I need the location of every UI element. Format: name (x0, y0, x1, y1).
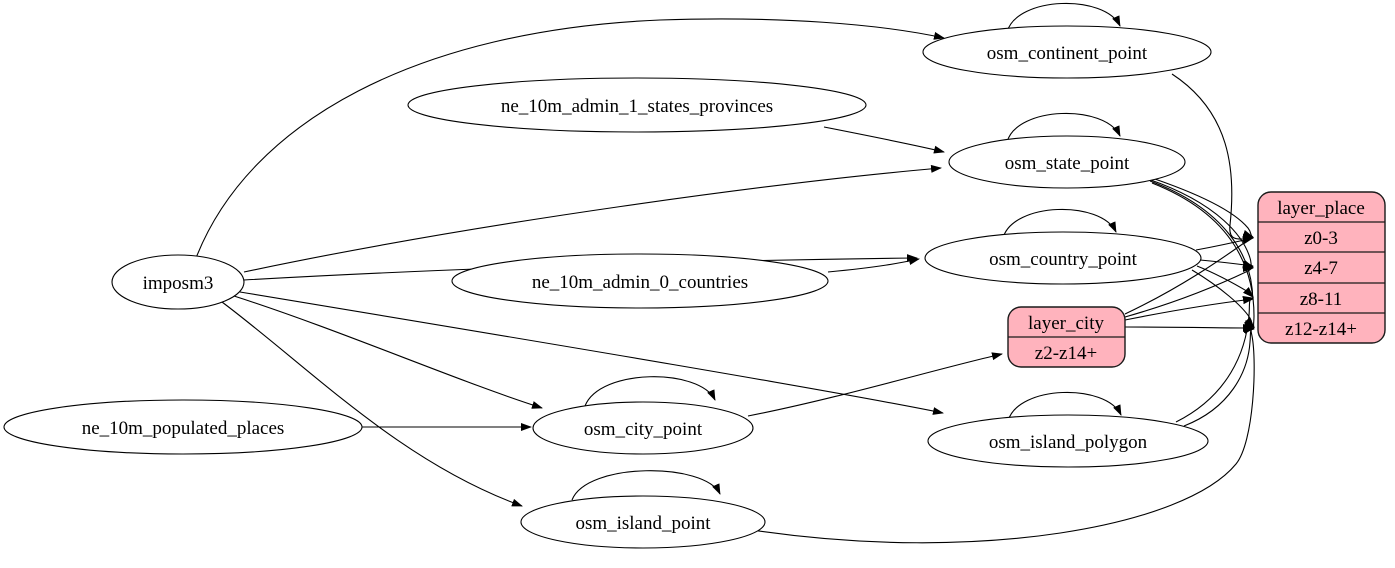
layer_place-row-z8-11: z8-11 (1300, 289, 1343, 310)
edge-osm_island_polygon-layer_place-z8-11 (1175, 296, 1254, 423)
edge-imposm3-osm_island_point (221, 301, 523, 507)
osm_country_point-ellipse (924, 231, 1202, 285)
node-ne_10m_admin_0_countries: ne_10m_admin_0_countries (451, 253, 829, 309)
edge-osm_country_point-layer_place-z4-7 (1199, 259, 1254, 269)
osm_island_point-ellipse (520, 495, 766, 549)
osm_continent_point-ellipse (922, 25, 1212, 79)
node-ne_10m_admin_1_states_provinces: ne_10m_admin_1_states_provinces (407, 77, 867, 133)
osm_island_polygon-ellipse (927, 414, 1209, 468)
node-osm_continent_point: osm_continent_point (922, 25, 1212, 79)
osm_state_point-label: osm_state_point (1005, 153, 1130, 174)
edge-imposm3-osm_state_point (243, 164, 942, 273)
ne_10m_populated_places-label: ne_10m_populated_places (82, 418, 285, 439)
edge-osm_continent_point-layer_place-z0-3 (1171, 73, 1254, 243)
selfloop-osm_island_polygon (1007, 391, 1122, 422)
edge-osm_country_point-layer_place-z0-3 (1195, 236, 1254, 251)
edge-layer_city-layer_place-z8-11 (1124, 296, 1254, 321)
layer_place-box (1257, 191, 1386, 344)
edges (195, 2, 1255, 544)
edge-osm_country_point-layer_place-z12-z14 (1191, 269, 1255, 328)
imposm3-label: imposm3 (143, 273, 214, 294)
edge-layer_city-layer_place-z12-z14 (1124, 323, 1254, 332)
ne_10m_admin_0_countries-ellipse (451, 253, 829, 309)
selfloop-osm_island_point (571, 470, 721, 501)
edge-osm_island_point-layer_place-z12-z14 (751, 325, 1255, 544)
node-osm_island_point: osm_island_point (520, 495, 766, 549)
selfloop-osm_country_point (1002, 208, 1117, 239)
selfloop-osm_continent_point (1006, 2, 1121, 33)
osm_city_point-label: osm_city_point (584, 419, 703, 440)
osm_island_point-label: osm_island_point (575, 513, 711, 534)
osm_continent_point-label: osm_continent_point (987, 43, 1148, 64)
osm_state_point-ellipse (948, 135, 1186, 189)
edge-imposm3-osm_island_polygon (239, 291, 944, 415)
layer_place-row-z4-7: z4-7 (1304, 258, 1338, 279)
node-osm_island_polygon: osm_island_polygon (927, 414, 1209, 468)
ne_10m_admin_1_states_provinces-ellipse (407, 77, 867, 133)
osm_island_polygon-label: osm_island_polygon (989, 432, 1148, 453)
edge-imposm3-osm_city_point (233, 295, 543, 409)
node-osm_state_point: osm_state_point (948, 135, 1186, 189)
layer_place-row-z12-z14: z12-z14+ (1285, 319, 1357, 340)
imposm3-ellipse (111, 254, 245, 310)
node-imposm3: imposm3 (111, 254, 245, 310)
layer_place-row-z0-3: z0-3 (1304, 228, 1338, 249)
layer_city-title: layer_city (1028, 313, 1104, 334)
selfloop-osm_city_point (584, 376, 716, 407)
edge-ne_10m_admin_1_states_provinces-osm_state_point (823, 126, 945, 154)
layer_city-row-z2-z14: z2-z14+ (1035, 343, 1097, 364)
edge-ne_10m_admin_0_countries-osm_country_point (827, 257, 920, 273)
edge-imposm3-osm_continent_point (195, 18, 945, 259)
osm_city_point-ellipse (532, 401, 754, 455)
ne_10m_admin_1_states_provinces-label: ne_10m_admin_1_states_provinces (501, 96, 773, 117)
node-osm_city_point: osm_city_point (532, 401, 754, 455)
node-osm_country_point: osm_country_point (924, 231, 1202, 285)
selfloop-osm_state_point (1006, 112, 1121, 143)
record-layer_place: layer_place z0-3 z4-7 z8-11 z12-z14+ (1257, 191, 1386, 344)
ne_10m_admin_0_countries-label: ne_10m_admin_0_countries (532, 272, 748, 293)
record-layer_city: layer_city z2-z14+ (1007, 306, 1126, 368)
osm_country_point-label: osm_country_point (989, 249, 1137, 270)
edge-osm_city_point-layer_city-z2-z14 (747, 352, 1003, 417)
ne_10m_populated_places-ellipse (3, 399, 363, 455)
layer_place-title: layer_place (1277, 198, 1365, 219)
node-ne_10m_populated_places: ne_10m_populated_places (3, 399, 363, 455)
edge-osm_state_point-layer_place-z0-3 (1145, 175, 1254, 238)
